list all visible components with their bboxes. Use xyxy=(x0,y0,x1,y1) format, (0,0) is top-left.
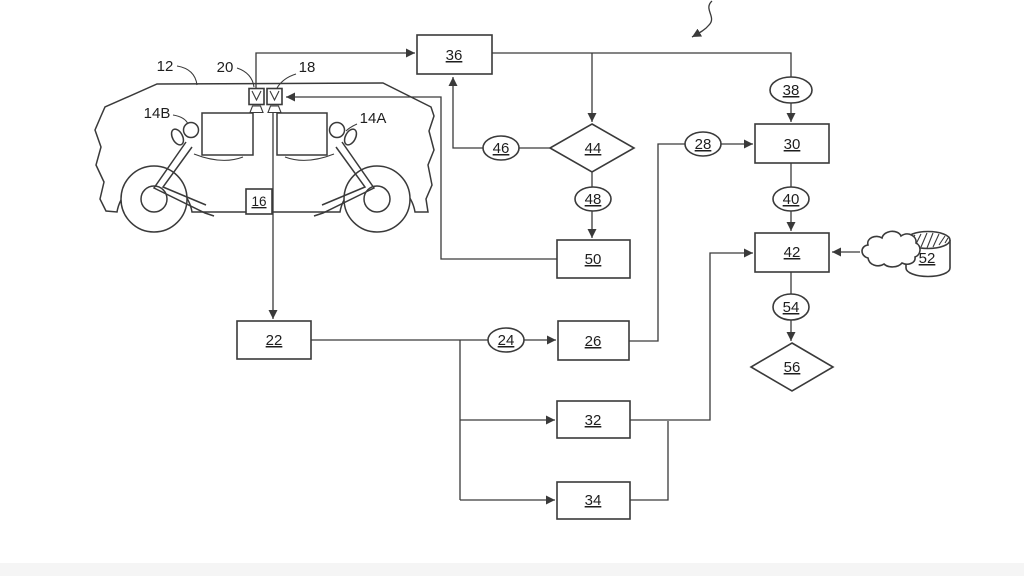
camera-18-body xyxy=(266,87,283,106)
occupant-14a xyxy=(284,121,376,217)
label-46: 46 xyxy=(493,140,510,157)
seat-left-inner xyxy=(161,146,207,206)
leader-14a xyxy=(345,123,358,132)
conn-36-to-38-30 xyxy=(492,52,796,122)
box-22 xyxy=(236,320,312,360)
leader-12 xyxy=(176,65,198,86)
oval-54 xyxy=(772,293,810,321)
seat-left-armrest xyxy=(193,153,244,161)
wheel-front xyxy=(343,165,411,233)
occupant-14a-shoulder xyxy=(343,128,358,146)
label-32: 32 xyxy=(585,412,602,429)
occupant-14b-shoulder xyxy=(170,128,185,146)
occupant-14b-head xyxy=(182,121,200,139)
label-38: 38 xyxy=(783,82,800,99)
page-bottom-edge xyxy=(0,563,1024,576)
label-30: 30 xyxy=(784,136,801,153)
label-26: 26 xyxy=(585,333,602,350)
oval-46 xyxy=(482,135,520,161)
oval-38 xyxy=(769,76,813,104)
seat-right-inner xyxy=(321,146,367,206)
wheel-rear-hub xyxy=(140,185,168,213)
leader-14b xyxy=(172,114,189,125)
label-28: 28 xyxy=(695,136,712,153)
label-54: 54 xyxy=(783,299,800,316)
box-50 xyxy=(556,239,631,279)
oval-28 xyxy=(684,131,722,157)
camera-18-mount xyxy=(267,105,282,114)
diamond-56 xyxy=(749,342,835,392)
flow-shapes xyxy=(236,34,951,520)
label-44: 44 xyxy=(585,140,602,157)
label-18: 18 xyxy=(299,59,316,76)
box-30 xyxy=(754,123,830,164)
oval-24 xyxy=(487,327,525,353)
conn-26-via-28-to-30 xyxy=(629,139,753,342)
label-24: 24 xyxy=(498,332,515,349)
box-16 xyxy=(245,188,273,215)
figure-pointer-squiggle xyxy=(691,0,713,38)
conn-34-merge xyxy=(630,421,669,501)
conn-50-to-camera18 xyxy=(286,92,557,260)
oval-48 xyxy=(574,186,612,212)
label-48: 48 xyxy=(585,191,602,208)
occupant-14b xyxy=(152,121,244,217)
window-right xyxy=(276,112,328,156)
window-left xyxy=(201,112,254,156)
label-14b: 14B xyxy=(144,105,171,122)
camera-20-body xyxy=(248,87,265,106)
box-36 xyxy=(416,34,493,75)
label-36: 36 xyxy=(446,47,463,64)
box-42 xyxy=(754,232,830,273)
label-34: 34 xyxy=(585,492,602,509)
seat-left-outer xyxy=(152,141,215,217)
diamond-44 xyxy=(548,123,636,173)
camera-18-icon xyxy=(266,87,283,114)
label-40: 40 xyxy=(783,191,800,208)
camera-20-lens xyxy=(251,90,262,102)
cloud-icon xyxy=(861,230,921,268)
labels: 12 20 18 14B 14A 16 36 38 30 28 40 42 52… xyxy=(144,47,936,509)
seat-right-armrest xyxy=(284,153,335,161)
box-26 xyxy=(557,320,630,361)
label-42: 42 xyxy=(784,244,801,261)
label-22: 22 xyxy=(266,332,283,349)
label-50: 50 xyxy=(585,251,602,268)
conn-32-to-42 xyxy=(630,248,753,421)
wheel-front-hub xyxy=(363,185,391,213)
box-32 xyxy=(556,400,631,439)
label-14a: 14A xyxy=(360,110,387,127)
label-20: 20 xyxy=(217,59,234,76)
conn-camera20-to-36 xyxy=(255,48,415,88)
leader-20 xyxy=(236,67,255,88)
wheel-rear xyxy=(120,165,188,233)
camera-20-mount xyxy=(249,105,264,114)
box-34 xyxy=(556,481,631,520)
label-56: 56 xyxy=(784,359,801,376)
seat-right-outer xyxy=(313,141,376,217)
vehicle-12-drawing xyxy=(94,65,435,233)
leader-18 xyxy=(276,73,297,89)
vehicle-body-outline xyxy=(94,82,435,213)
occupant-14a-head xyxy=(328,121,346,139)
label-16: 16 xyxy=(251,194,266,209)
label-12: 12 xyxy=(157,58,174,75)
camera-20-icon xyxy=(248,87,265,114)
label-52: 52 xyxy=(919,250,936,267)
oval-40 xyxy=(772,186,810,212)
camera-18-lens xyxy=(269,90,280,102)
